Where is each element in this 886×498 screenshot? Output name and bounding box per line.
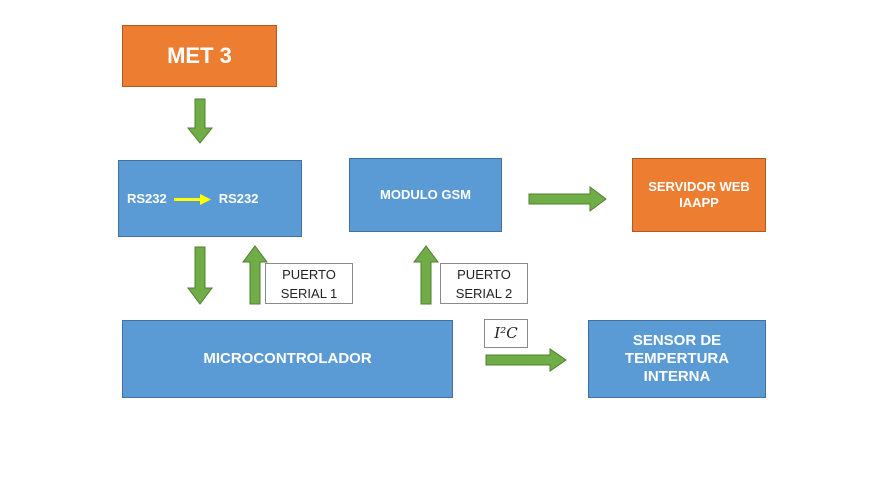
rs232-right-label: RS232	[218, 190, 259, 206]
met3-box: MET 3	[122, 25, 277, 87]
server-label-line1: SERVIDOR WEB	[648, 179, 750, 195]
serial-port-2-line1: PUERTO	[457, 267, 511, 282]
serial-port-1-line1: PUERTO	[282, 267, 336, 282]
sensor-label-line3: INTERNA	[643, 368, 711, 385]
serial-port-1-label: PUERTO SERIAL 1	[265, 263, 353, 304]
arrow-rs232-to-micro	[187, 246, 213, 305]
rs232-box: RS232 RS232	[118, 160, 302, 237]
arrow-met-to-rs232	[186, 98, 214, 144]
i2c-text: I²C	[494, 324, 518, 342]
temperature-sensor-box: SENSOR DE TEMPERTURA INTERNA	[588, 320, 766, 398]
server-label-line2: IAAPP	[679, 195, 719, 210]
arrow-micro-to-rs232	[242, 245, 268, 305]
i2c-label: I²C	[484, 319, 528, 348]
arrow-micro-to-gsm	[413, 245, 439, 305]
serial-port-2-label: PUERTO SERIAL 2	[440, 263, 528, 304]
yellow-arrow-icon	[173, 193, 211, 205]
arrow-gsm-to-server	[528, 186, 607, 212]
rs232-left-label: RS232	[127, 190, 167, 206]
sensor-label-line2: TEMPERTURA	[624, 350, 730, 367]
gsm-label: MODULO GSM	[380, 187, 471, 203]
sensor-label-line1: SENSOR DE	[632, 332, 722, 349]
micro-label: MICROCONTROLADOR	[203, 350, 372, 367]
arrow-micro-to-sensor	[485, 348, 567, 372]
serial-port-2-line2: SERIAL 2	[455, 285, 513, 301]
serial-port-1-line2: SERIAL 1	[280, 285, 338, 301]
gsm-module-box: MODULO GSM	[349, 158, 502, 232]
microcontroller-box: MICROCONTROLADOR	[122, 320, 453, 398]
web-server-box: SERVIDOR WEB IAAPP	[632, 158, 766, 232]
met3-label: MET 3	[167, 42, 232, 68]
